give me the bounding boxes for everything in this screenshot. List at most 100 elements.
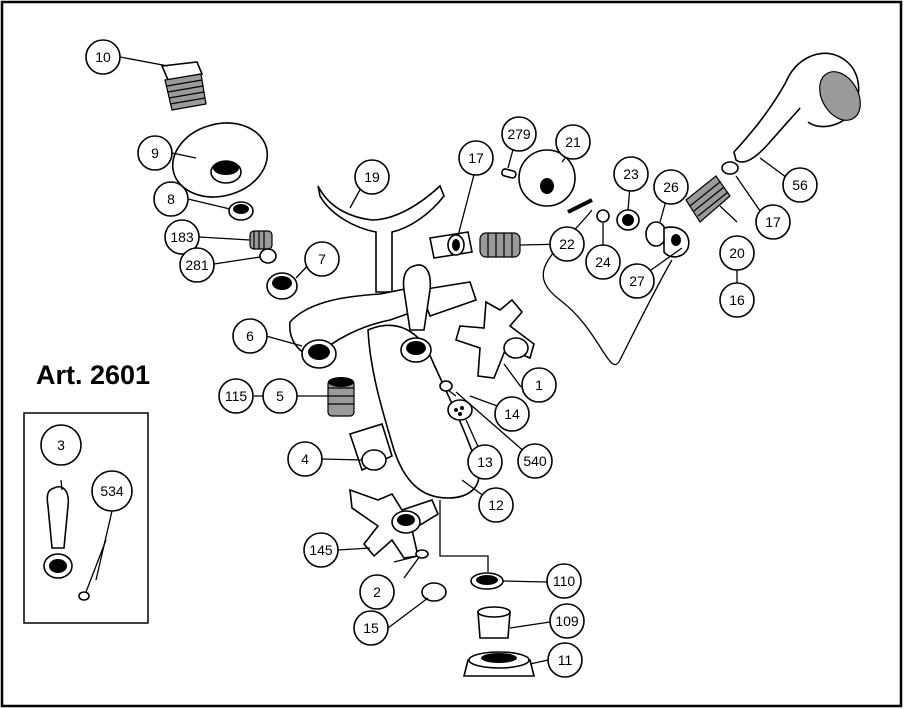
part-14-screw bbox=[439, 380, 457, 397]
callout-9: 9 bbox=[137, 135, 173, 171]
callout-279: 279 bbox=[501, 116, 537, 152]
svg-text:12: 12 bbox=[488, 497, 504, 513]
svg-text:9: 9 bbox=[151, 145, 159, 161]
callout-16: 16 bbox=[719, 282, 755, 318]
part-27-hook bbox=[663, 226, 690, 258]
part-20-hose-spring bbox=[685, 175, 731, 223]
inset-534-leader bbox=[95, 510, 113, 581]
callout-10: 10 bbox=[85, 39, 121, 75]
callout-12: 12 bbox=[478, 487, 514, 523]
part-2-screw bbox=[403, 549, 429, 579]
svg-text:15: 15 bbox=[363, 620, 379, 636]
inset-screw bbox=[78, 591, 90, 601]
svg-text:56: 56 bbox=[792, 177, 808, 193]
svg-text:27: 27 bbox=[629, 273, 645, 289]
svg-text:23: 23 bbox=[623, 166, 639, 182]
callout-109: 109 bbox=[549, 603, 585, 639]
callout-22: 22 bbox=[549, 226, 585, 262]
part-21-dome bbox=[518, 149, 576, 207]
part-56-hand-shower bbox=[733, 52, 861, 163]
callout-281: 281 bbox=[179, 247, 215, 283]
part-109-sleeve bbox=[477, 606, 511, 639]
part-17-washer-left bbox=[447, 234, 465, 256]
inset-frame bbox=[23, 412, 149, 624]
part-110-washer bbox=[470, 572, 504, 590]
callout-2: 2 bbox=[359, 574, 395, 610]
part-26-holder bbox=[645, 221, 667, 247]
callout-8: 8 bbox=[153, 181, 189, 217]
shower-hose bbox=[542, 209, 673, 366]
article-title: Art. 2601 bbox=[36, 360, 150, 390]
callout-15: 15 bbox=[353, 610, 389, 646]
svg-text:24: 24 bbox=[595, 254, 611, 270]
svg-text:281: 281 bbox=[185, 257, 209, 273]
callout-5: 5 bbox=[262, 378, 298, 414]
part-23-nut bbox=[616, 209, 640, 231]
part-1-cross-handle bbox=[455, 298, 535, 379]
callout-17-right: 17 bbox=[755, 204, 791, 240]
part-6-port bbox=[301, 339, 337, 369]
callout-11: 11 bbox=[547, 642, 583, 678]
callout-534: 534 bbox=[91, 470, 133, 512]
callout-540: 540 bbox=[517, 443, 553, 479]
callout-110: 110 bbox=[546, 563, 582, 599]
callout-56: 56 bbox=[782, 167, 818, 203]
callout-6: 6 bbox=[232, 318, 268, 354]
callout-14: 14 bbox=[494, 396, 530, 432]
callout-21: 21 bbox=[555, 124, 591, 160]
part-15-cap bbox=[421, 582, 447, 602]
callout-13: 13 bbox=[467, 444, 503, 480]
svg-text:20: 20 bbox=[729, 245, 745, 261]
callout-23: 23 bbox=[613, 156, 649, 192]
callout-20: 20 bbox=[719, 235, 755, 271]
callout-26: 26 bbox=[653, 169, 689, 205]
svg-text:6: 6 bbox=[246, 328, 254, 344]
part-17-washer-right bbox=[721, 161, 739, 175]
part-5-cartridge bbox=[327, 377, 355, 417]
part-9-rosette bbox=[171, 122, 269, 198]
svg-text:26: 26 bbox=[663, 179, 679, 195]
svg-text:5: 5 bbox=[276, 388, 284, 404]
callout-19: 19 bbox=[354, 159, 390, 195]
svg-text:11: 11 bbox=[558, 652, 573, 668]
svg-text:109: 109 bbox=[555, 613, 579, 629]
part-10-threaded-nipple bbox=[160, 61, 207, 111]
svg-text:2: 2 bbox=[373, 584, 381, 600]
svg-text:1: 1 bbox=[535, 377, 543, 393]
part-24-ring bbox=[596, 209, 610, 223]
svg-text:17: 17 bbox=[765, 214, 781, 230]
svg-text:19: 19 bbox=[364, 169, 380, 185]
svg-text:183: 183 bbox=[170, 229, 194, 245]
svg-text:540: 540 bbox=[523, 453, 547, 469]
callout-145: 145 bbox=[303, 532, 339, 568]
svg-text:16: 16 bbox=[729, 292, 745, 308]
svg-text:10: 10 bbox=[95, 49, 111, 65]
part-22-screw bbox=[567, 198, 593, 214]
lever-handle bbox=[400, 264, 432, 363]
part-4-sleeve bbox=[348, 422, 393, 472]
part-7-nut bbox=[266, 272, 298, 300]
svg-text:534: 534 bbox=[100, 483, 124, 499]
part-11-base-nut bbox=[462, 651, 536, 677]
svg-text:115: 115 bbox=[225, 388, 248, 404]
svg-text:7: 7 bbox=[318, 251, 326, 267]
centerline bbox=[439, 500, 489, 572]
callout-4: 4 bbox=[287, 441, 323, 477]
svg-text:279: 279 bbox=[507, 126, 531, 142]
part-8-washer bbox=[228, 201, 254, 221]
svg-text:22: 22 bbox=[559, 236, 575, 252]
callout-27: 27 bbox=[619, 263, 655, 299]
svg-text:110: 110 bbox=[553, 573, 576, 589]
callout-17-left: 17 bbox=[458, 140, 494, 176]
callout-3: 3 bbox=[40, 424, 82, 466]
callout-24: 24 bbox=[585, 244, 621, 280]
part-13-disc bbox=[447, 399, 473, 421]
faucet-body bbox=[289, 184, 480, 499]
callout-183: 183 bbox=[164, 219, 200, 255]
svg-text:3: 3 bbox=[57, 437, 65, 453]
part-145-cross-handle bbox=[349, 488, 440, 559]
callout-1: 1 bbox=[521, 367, 557, 403]
